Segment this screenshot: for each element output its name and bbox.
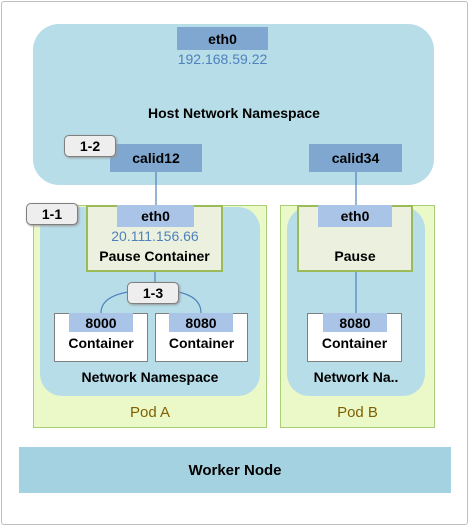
calid34-interface: calid34 [309, 144, 402, 172]
pod-a-netns-label: Network Namespace [81, 369, 219, 385]
pod-a-eth0-interface: eth0 [117, 205, 194, 227]
pod-a-pause-label: Pause Container [99, 248, 210, 264]
pod-b-label: Pod B [337, 404, 378, 421]
tag-1-3-label: 1-3 [142, 285, 164, 301]
pod-b-eth0-label: eth0 [340, 208, 370, 224]
tag-1-1-label: 1-1 [41, 206, 63, 222]
calid12-interface: calid12 [110, 144, 202, 172]
pod-b-port-8080-label: 8080 [339, 314, 371, 331]
tag-1-1: 1-1 [26, 203, 78, 225]
host-eth0-interface: eth0 [177, 27, 268, 50]
pod-a-ip-address: 20.111.156.66 [111, 228, 199, 244]
pod-b-container-label: Container [321, 335, 388, 351]
pod-b-port-8080: 8080 [323, 313, 387, 332]
pod-a-container-label-1: Container [68, 335, 134, 351]
port-8000-label: 8000 [85, 314, 117, 331]
pod-a-label: Pod A [129, 404, 171, 421]
calid34-label: calid34 [331, 150, 380, 166]
host-eth0-label: eth0 [208, 30, 237, 47]
worker-node: Worker Node [19, 447, 451, 493]
pod-a-port-8080: 8080 [169, 313, 233, 332]
pod-b-pause-label: Pause [334, 248, 376, 264]
host-namespace-label: Host Network Namespace [148, 105, 320, 121]
tag-1-3: 1-3 [127, 282, 179, 304]
tag-1-2-label: 1-2 [79, 138, 101, 154]
tag-1-2: 1-2 [64, 135, 116, 157]
calid12-label: calid12 [132, 150, 180, 166]
worker-node-label: Worker Node [188, 461, 282, 479]
pod-b-eth0-interface: eth0 [318, 205, 392, 227]
pod-b-netns-label: Network Na.. [313, 369, 399, 385]
host-ip-address: 192.168.59.22 [177, 51, 268, 67]
port-8080-label: 8080 [185, 314, 217, 331]
pod-a-container-label-2: Container [168, 335, 235, 351]
pod-a-eth0-label: eth0 [141, 208, 170, 224]
pod-a-port-8000: 8000 [69, 313, 133, 332]
